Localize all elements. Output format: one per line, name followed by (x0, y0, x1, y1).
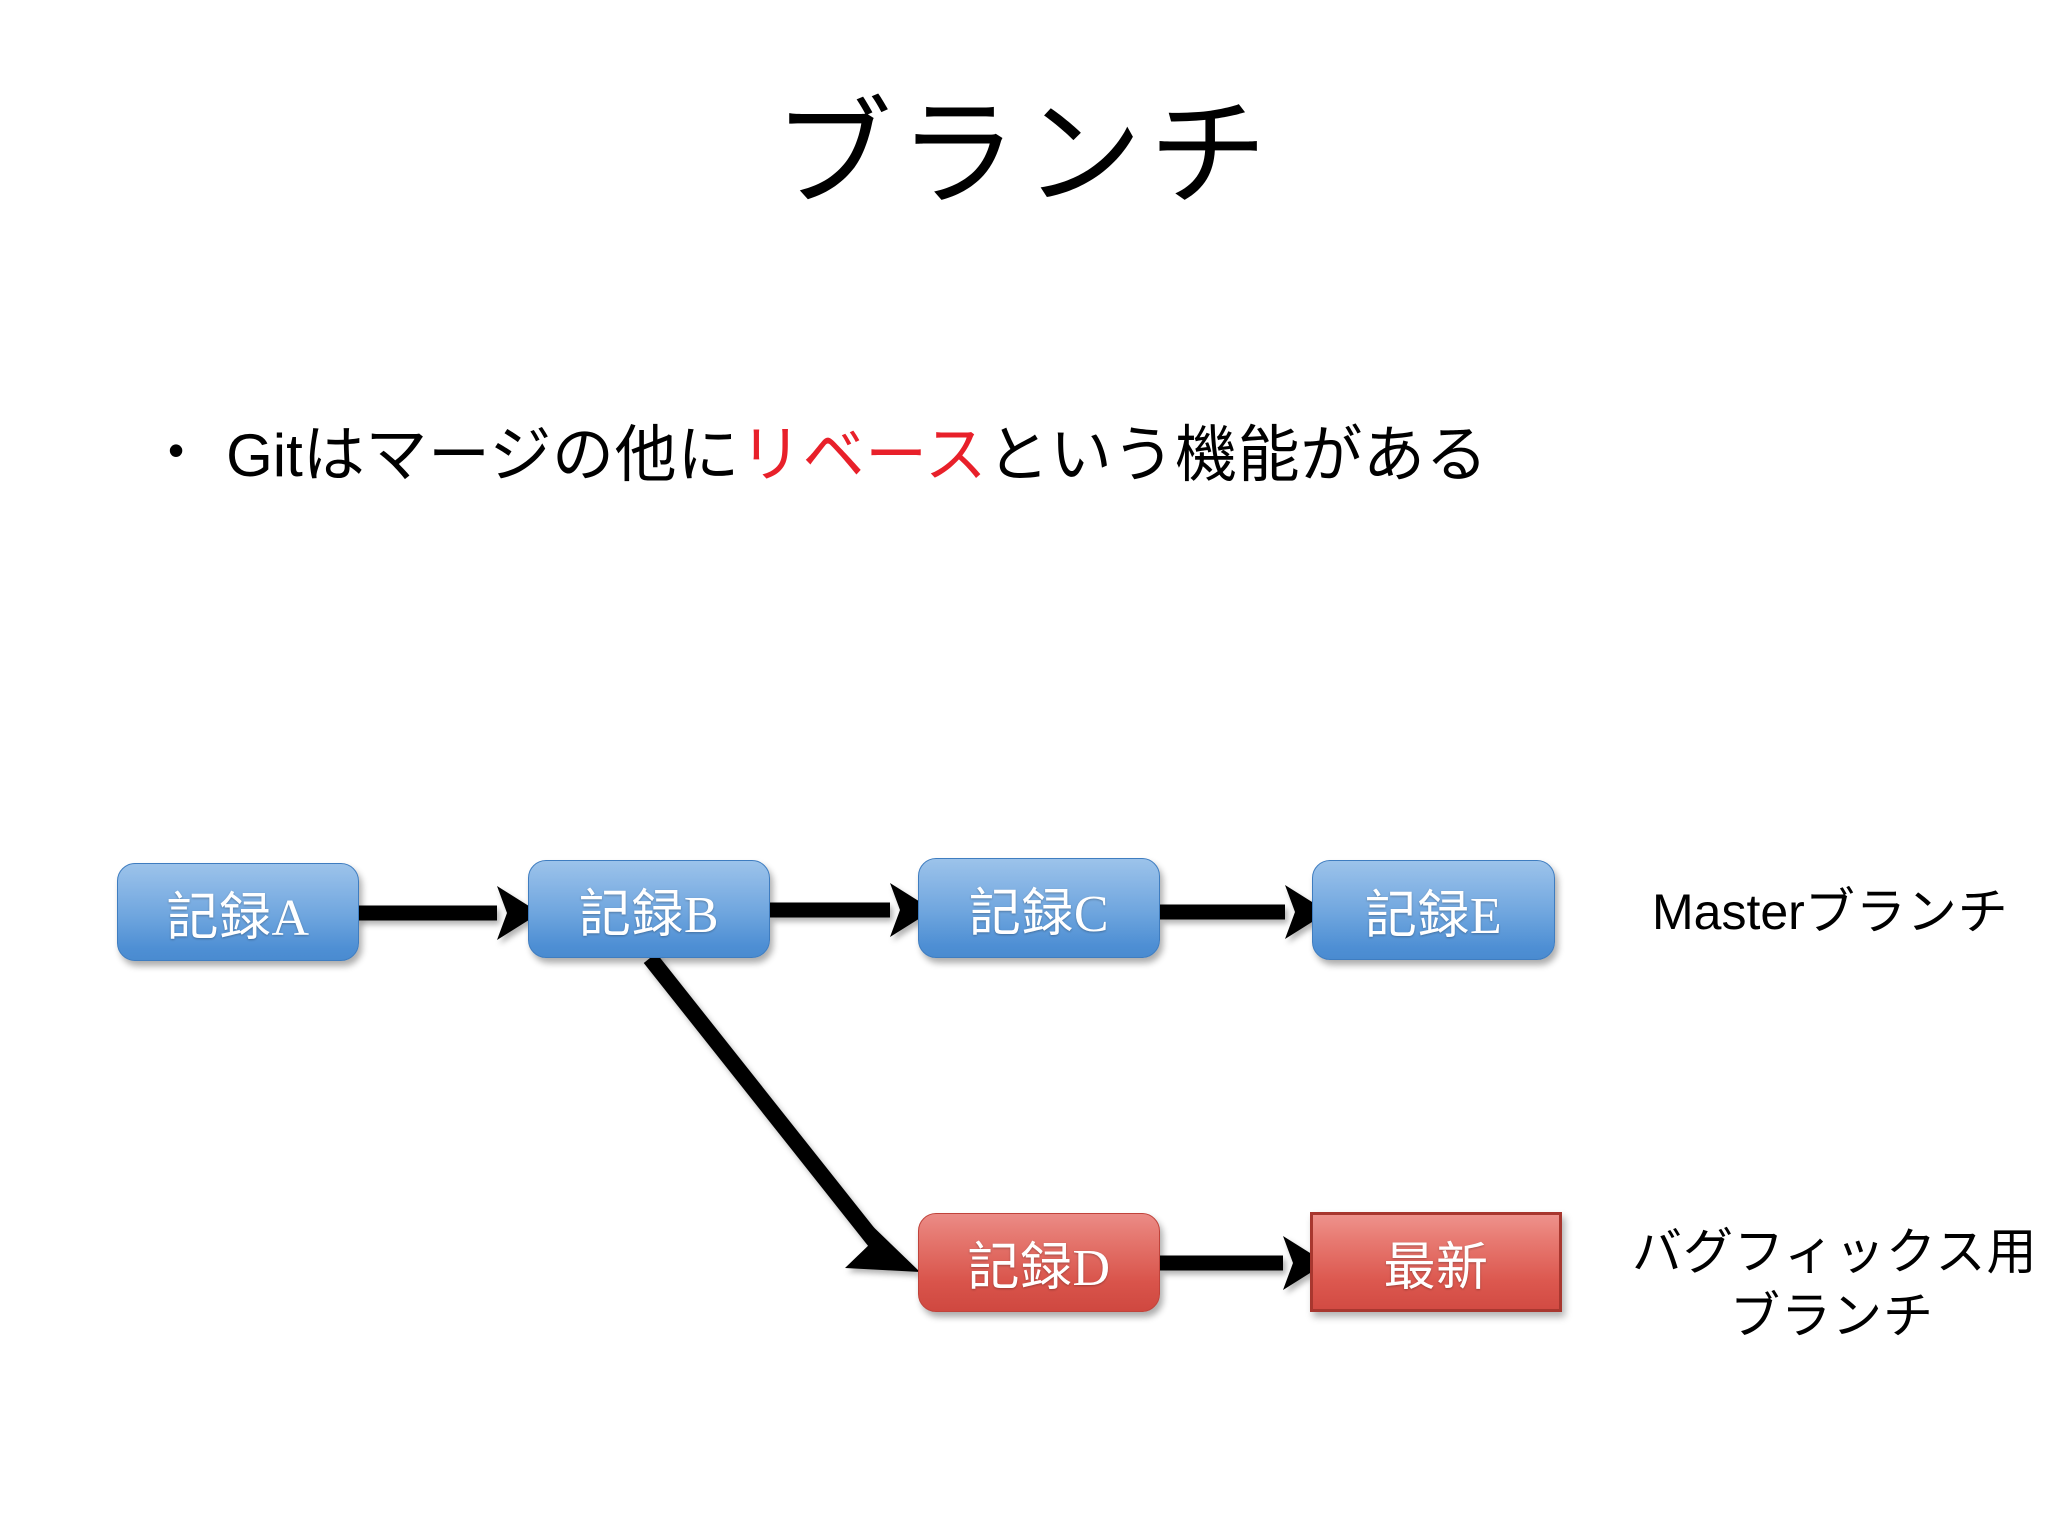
edge-b-to-c (770, 883, 933, 937)
node-label: 記録D (967, 1240, 1111, 1297)
node-commit-e[interactable]: 記録E (1312, 860, 1555, 960)
edge-d-to-latest (1160, 1236, 1326, 1290)
branch-label-master: Masterブランチ (1652, 882, 2009, 943)
branch-label-master-latin: Master (1652, 884, 1805, 940)
bullet-segment-merge: はマージの他に (302, 422, 740, 490)
node-commit-d[interactable]: 記録D (918, 1213, 1160, 1312)
node-label: 記録E (1364, 887, 1503, 945)
node-label: 記録C (968, 885, 1110, 943)
node-label: 記録A (166, 889, 310, 947)
edge-b-to-d-diagonal (643, 953, 920, 1272)
node-label: 記録B (578, 886, 720, 944)
branch-label-bugfix: バグフィックス用 ブランチ (1632, 1220, 2038, 1348)
node-label: 最新 (1383, 1239, 1489, 1297)
node-commit-latest[interactable]: 最新 (1310, 1212, 1562, 1312)
branch-label-bugfix-line1: バグフィックス用 (1632, 1224, 2038, 1280)
bullet-segment-git: Git (226, 422, 303, 489)
edge-a-to-b (357, 886, 540, 940)
node-commit-c[interactable]: 記録C (918, 858, 1160, 958)
edge-c-to-e (1160, 885, 1328, 939)
node-commit-b[interactable]: 記録B (528, 860, 770, 958)
branch-label-master-jp: ブランチ (1804, 884, 2009, 940)
bullet-segment-tail: という機能がある (987, 422, 1489, 490)
bullet-marker-icon: • (168, 424, 185, 476)
bullet-segment-rebase-highlight: リベース (739, 422, 988, 490)
node-commit-a[interactable]: 記録A (117, 863, 359, 961)
branch-label-bugfix-line2: ブランチ (1730, 1288, 1934, 1344)
page-title: ブランチ (773, 90, 1275, 221)
